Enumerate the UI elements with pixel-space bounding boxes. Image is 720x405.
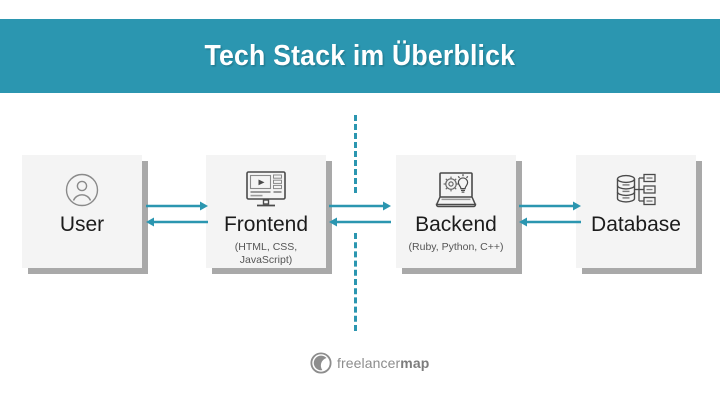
logo-text-bold: map bbox=[400, 355, 430, 371]
header-banner: Tech Stack im Überblick bbox=[0, 19, 720, 93]
database-nodes-icon bbox=[613, 169, 659, 211]
connector-backend-database bbox=[519, 197, 581, 231]
page-title: Tech Stack im Überblick bbox=[204, 39, 516, 72]
freelancermap-wordmark: freelancermap bbox=[337, 355, 429, 371]
node-database[interactable]: Database bbox=[576, 155, 696, 268]
connector-frontend-backend bbox=[329, 197, 391, 231]
node-user[interactable]: User bbox=[22, 155, 142, 268]
monitor-media-icon bbox=[243, 169, 289, 211]
node-frontend-sublabel: (HTML, CSS, JavaScript) bbox=[229, 241, 303, 267]
node-backend-sublabel-line1: (Ruby, Python, C++) bbox=[408, 241, 504, 254]
client-server-divider-bottom bbox=[354, 233, 357, 331]
connector-user-frontend bbox=[146, 197, 208, 231]
node-backend[interactable]: Backend (Ruby, Python, C++) bbox=[396, 155, 516, 268]
node-backend-label: Backend bbox=[415, 213, 497, 236]
node-frontend-label: Frontend bbox=[223, 213, 309, 236]
freelancermap-mark-icon bbox=[310, 352, 332, 374]
laptop-gear-bulb-icon bbox=[433, 169, 479, 211]
freelancermap-logo: freelancermap bbox=[310, 352, 429, 374]
node-frontend-sublabel-line2: JavaScript) bbox=[239, 254, 293, 267]
node-backend-sublabel: (Ruby, Python, C++) bbox=[403, 241, 510, 254]
user-avatar-icon bbox=[59, 169, 105, 211]
node-frontend[interactable]: Frontend (HTML, CSS, JavaScript) bbox=[206, 155, 326, 268]
client-server-divider-top bbox=[354, 115, 357, 193]
node-frontend-sublabel-line1: (HTML, CSS, bbox=[234, 241, 298, 254]
node-user-label: User bbox=[59, 213, 105, 236]
node-database-label: Database bbox=[591, 213, 681, 236]
logo-text-light: freelancer bbox=[337, 355, 401, 371]
diagram-canvas: User Frontend (HTML, CSS, JavaScript) bbox=[0, 93, 720, 405]
